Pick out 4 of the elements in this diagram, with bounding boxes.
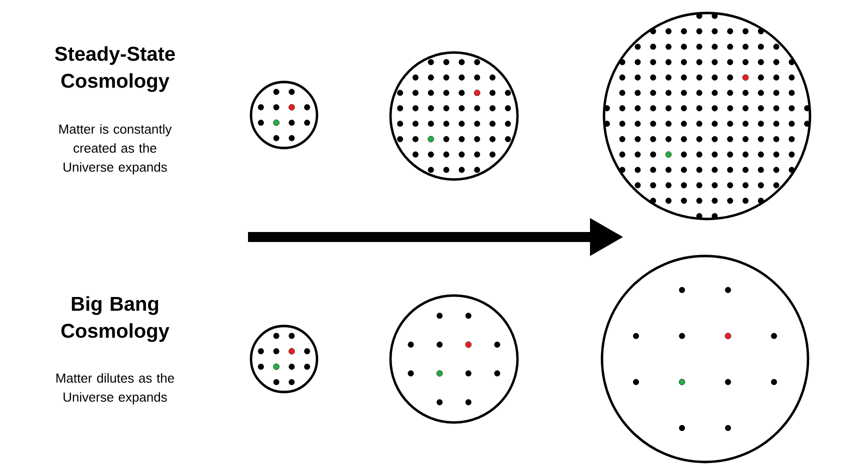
heading-text: Big Bang Cosmology	[61, 296, 170, 342]
description-text: Matter dilutes as the Universe expands	[56, 373, 174, 404]
description-text: Matter is constantly created as the Universe expands	[59, 124, 172, 174]
heading-text: Steady-State Cosmology	[55, 46, 175, 92]
